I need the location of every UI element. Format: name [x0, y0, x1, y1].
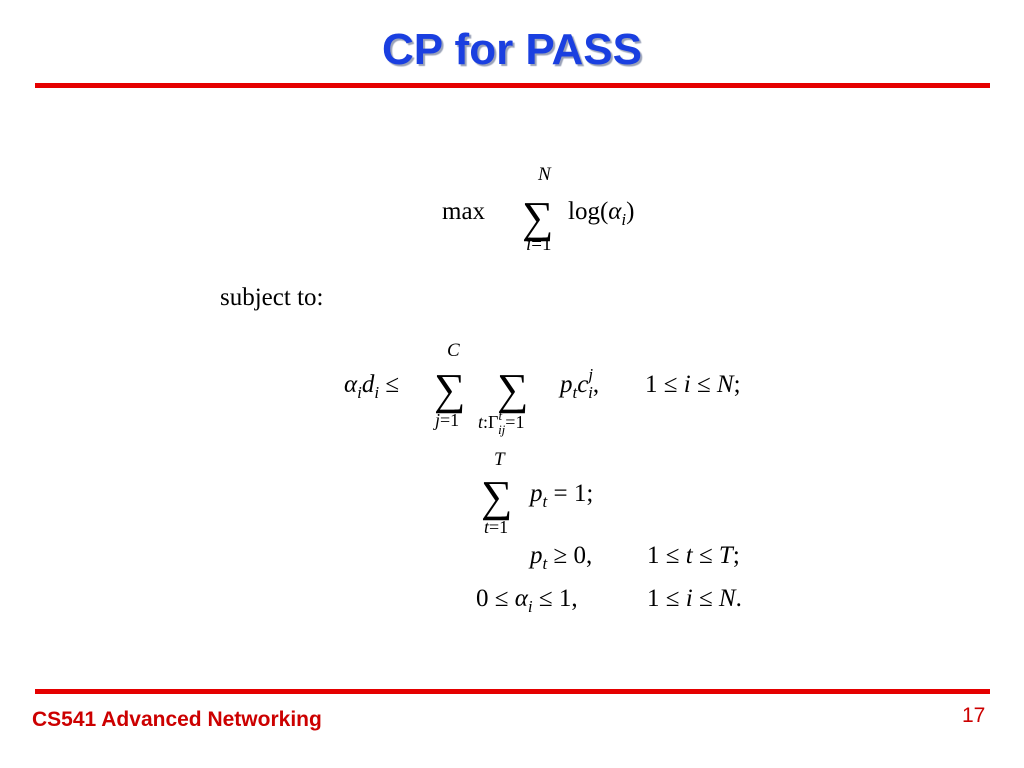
svg-text:pt = 1;: pt = 1; — [528, 480, 593, 511]
svg-text:∑: ∑ — [434, 365, 465, 414]
slide-title: CP for PASS — [382, 25, 642, 74]
svg-text:∑: ∑ — [481, 472, 512, 521]
svg-text:∑: ∑ — [522, 193, 553, 242]
svg-text:j=1: j=1 — [433, 410, 459, 430]
constraint-alpha-bounds: 0 ≤ αi ≤ 1,1 ≤ i ≤ N. — [476, 585, 742, 616]
svg-text:∑: ∑ — [497, 365, 528, 414]
constraint-nonnegativity: pt ≥ 0,1 ≤ t ≤ T; — [528, 542, 740, 573]
objective-function: max N ∑ i=1 log(αi) — [442, 164, 634, 255]
page-number: 17 — [962, 704, 986, 727]
constraint-probability-sum: T ∑ t=1 pt = 1; — [481, 449, 593, 537]
svg-text:αidi ≤: αidi ≤ — [344, 371, 399, 402]
svg-text:i=1: i=1 — [526, 234, 552, 255]
footer-divider — [35, 689, 990, 694]
svg-text:1 ≤ i ≤ N;: 1 ≤ i ≤ N; — [645, 371, 741, 398]
svg-text:t=1: t=1 — [484, 517, 508, 537]
svg-text:N: N — [537, 164, 552, 185]
svg-text:log(αi): log(αi) — [568, 198, 634, 229]
optimization-formula: max N ∑ i=1 log(αi) subject to: αidi ≤ C… — [220, 164, 742, 616]
course-title: CS541 Advanced Networking — [32, 708, 322, 731]
title-divider — [35, 83, 990, 88]
subject-to-label: subject to: — [220, 284, 323, 311]
svg-text:max: max — [442, 198, 486, 225]
svg-text:C: C — [447, 340, 460, 361]
svg-text:T: T — [494, 449, 506, 470]
